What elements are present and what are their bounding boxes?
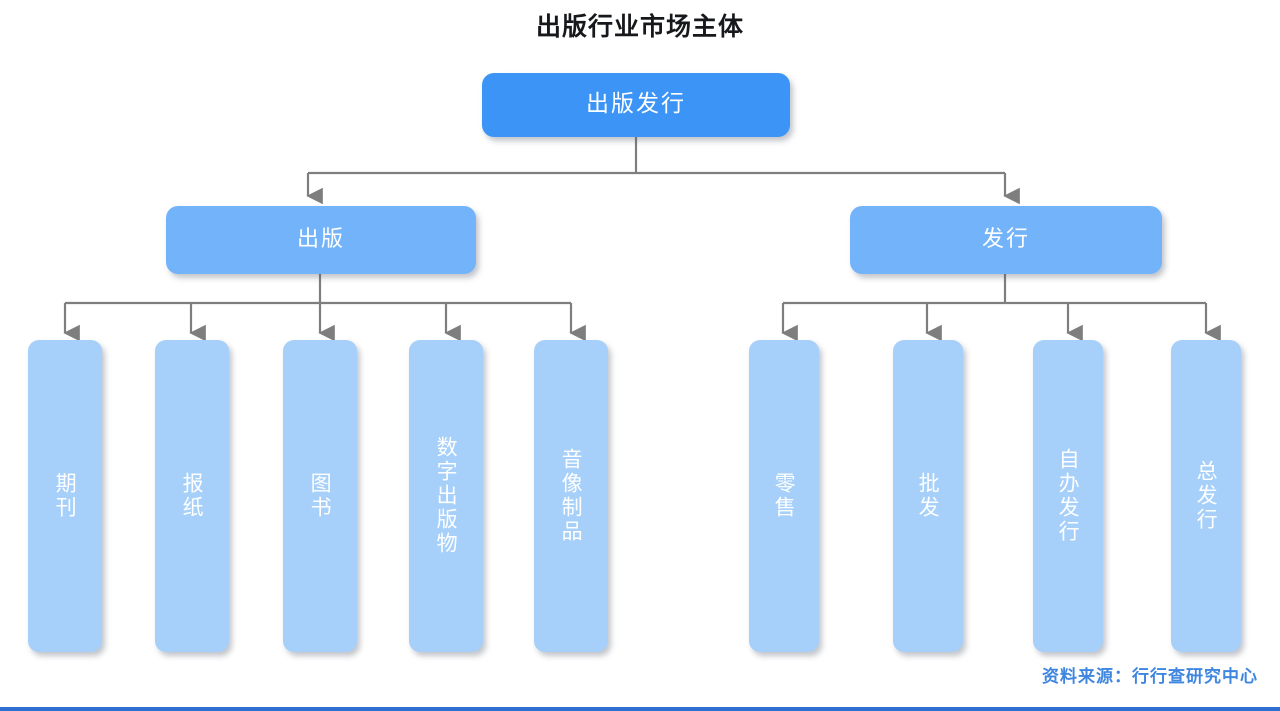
node-general-distribution[interactable]: 总发行 xyxy=(1171,340,1241,652)
node-retail[interactable]: 零售 xyxy=(749,340,819,652)
node-digital-publication[interactable]: 数字出版物 xyxy=(409,340,483,652)
node-root-publishing-distribution[interactable]: 出版发行 xyxy=(482,73,790,137)
node-label: 数字出版物 xyxy=(434,436,459,556)
node-audiovisual-product[interactable]: 音像制品 xyxy=(534,340,608,652)
node-label: 音像制品 xyxy=(559,448,584,544)
node-label: 总发行 xyxy=(1194,460,1219,532)
node-label: 图书 xyxy=(308,472,333,520)
node-wholesale[interactable]: 批发 xyxy=(893,340,963,652)
node-newspaper[interactable]: 报纸 xyxy=(155,340,229,652)
node-label: 发行 xyxy=(981,226,1030,252)
node-label: 出版 xyxy=(296,226,345,252)
node-label: 报纸 xyxy=(180,472,205,520)
node-self-distribution[interactable]: 自办发行 xyxy=(1033,340,1103,652)
node-distribution[interactable]: 发行 xyxy=(850,206,1162,274)
node-label: 出版发行 xyxy=(586,91,686,118)
node-label: 零售 xyxy=(772,472,797,520)
node-label: 批发 xyxy=(916,472,941,520)
node-label: 自办发行 xyxy=(1056,448,1081,544)
node-label: 期刊 xyxy=(53,472,78,520)
source-attribution: 资料来源：行行查研究中心 xyxy=(1042,667,1258,687)
node-periodical[interactable]: 期刊 xyxy=(28,340,102,652)
node-book[interactable]: 图书 xyxy=(283,340,357,652)
node-publishing[interactable]: 出版 xyxy=(166,206,476,274)
page-title: 出版行业市场主体 xyxy=(535,12,744,41)
